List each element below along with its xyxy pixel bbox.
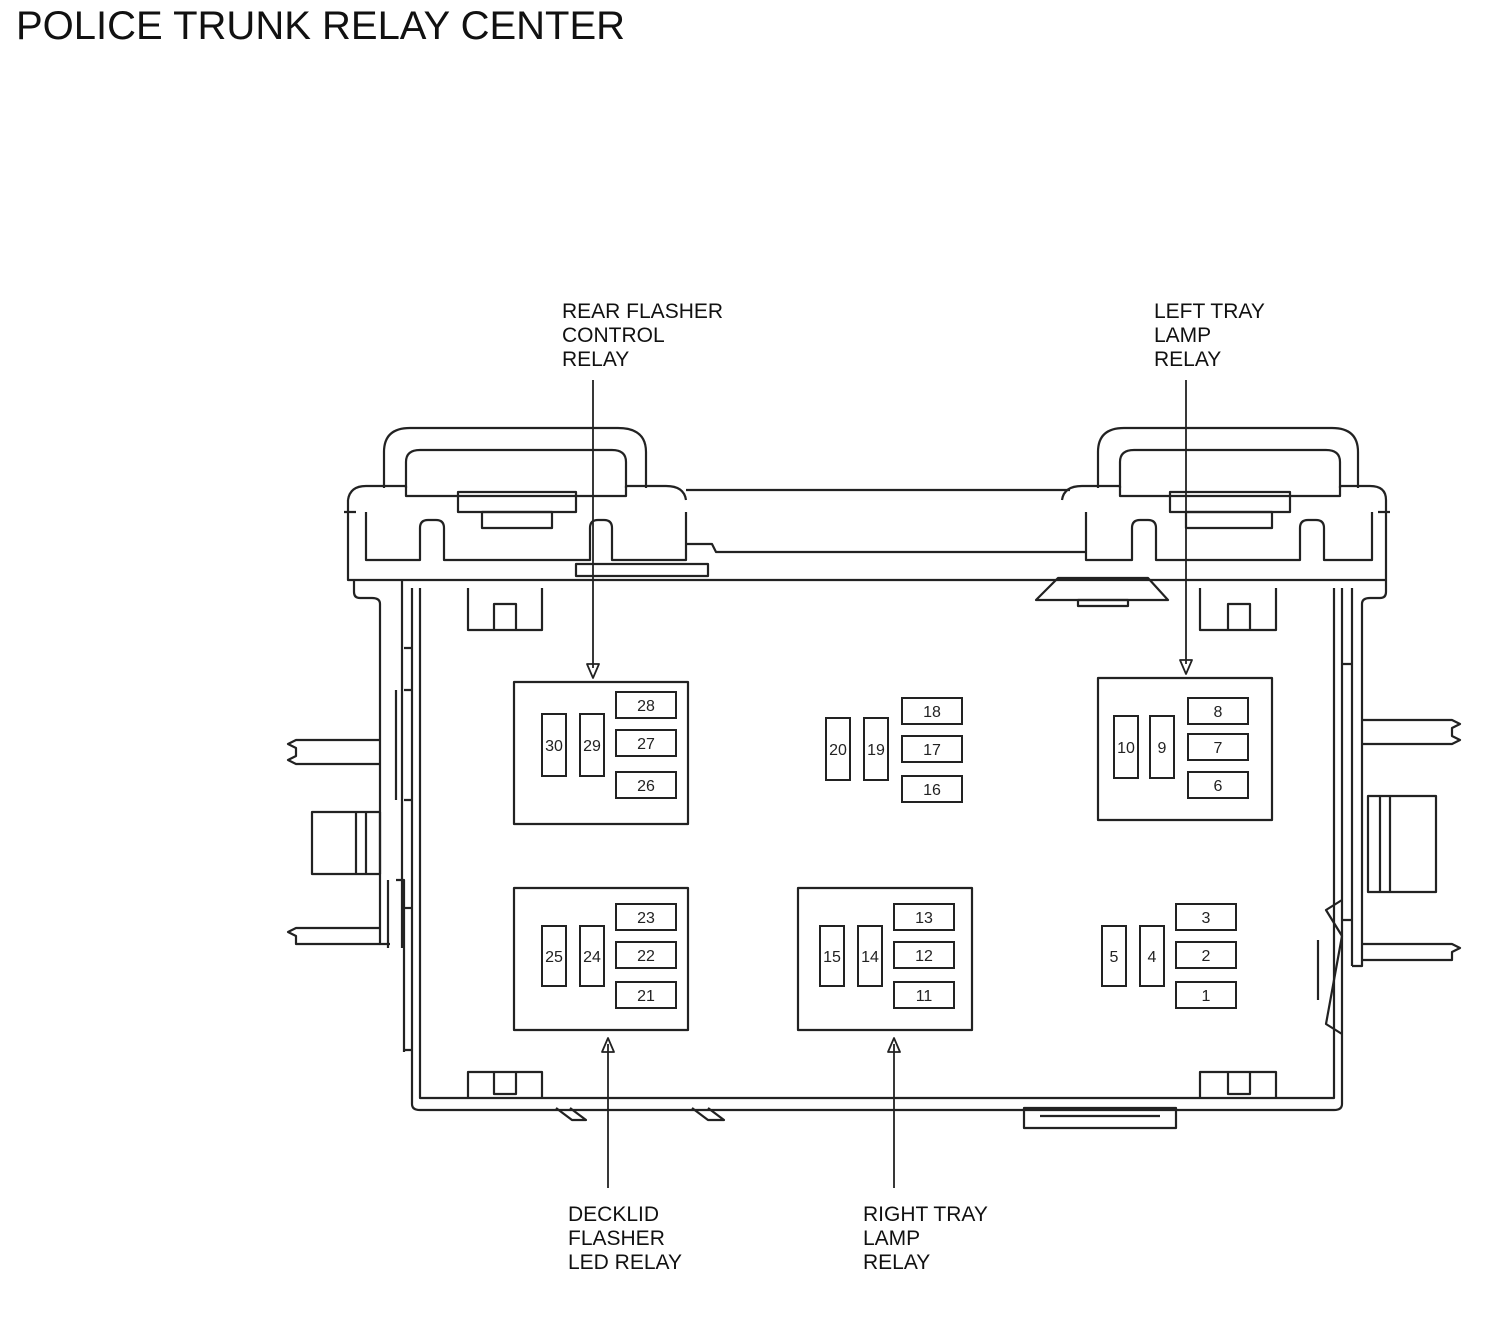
slot-22-label: 22 <box>637 948 655 965</box>
slot-19-box <box>863 717 889 781</box>
top-rail <box>344 484 1390 608</box>
left-handle <box>382 426 648 488</box>
slot-25-box <box>541 925 567 987</box>
leader-lines <box>586 380 1193 1188</box>
slot-30-label: 30 <box>545 738 563 755</box>
slot-19-label: 19 <box>867 742 885 759</box>
slot-7-box <box>1187 733 1249 761</box>
slot-1-box <box>1175 981 1237 1009</box>
slot-4-box <box>1139 925 1165 987</box>
slot-2-label: 2 <box>1202 948 1211 965</box>
slot-24-label: 24 <box>583 949 601 966</box>
left-side-wall <box>286 580 412 1052</box>
slot-22-box <box>615 941 677 969</box>
slot-15-label: 15 <box>823 949 841 966</box>
slot-29-box <box>579 713 605 777</box>
arrow-left-tray <box>1179 659 1193 675</box>
slot-27-box <box>615 729 677 757</box>
slot-8-label: 8 <box>1214 704 1223 721</box>
slot-6-box <box>1187 771 1249 799</box>
slot-28-label: 28 <box>637 698 655 715</box>
relay-box-body <box>410 588 1344 1130</box>
slot-21-box <box>615 981 677 1009</box>
slot-15-box <box>819 925 845 987</box>
slot-3-label: 3 <box>1202 910 1211 927</box>
slot-17-box <box>901 735 963 763</box>
decklid-flasher-led-relay-housing <box>512 886 690 1032</box>
arrow-right-tray <box>887 1037 901 1053</box>
slot-30-box <box>541 713 567 777</box>
slot-28-box <box>615 691 677 719</box>
slot-16-box <box>901 775 963 803</box>
slot-23-box <box>615 903 677 931</box>
slot-12-box <box>893 941 955 969</box>
slot-7-label: 7 <box>1214 740 1223 757</box>
slot-10-box <box>1113 715 1139 779</box>
right-side-wall <box>1316 580 1462 1035</box>
slot-10-label: 10 <box>1117 740 1135 757</box>
slot-16-label: 16 <box>923 782 941 799</box>
slot-14-box <box>857 925 883 987</box>
callout-right-tray-lamp-relay: RIGHT TRAY LAMP RELAY <box>863 1203 988 1274</box>
slot-9-box <box>1149 715 1175 779</box>
slot-20-label: 20 <box>829 742 847 759</box>
slot-25-label: 25 <box>545 949 563 966</box>
slot-14-label: 14 <box>861 949 879 966</box>
slot-20-box <box>825 717 851 781</box>
slot-26-label: 26 <box>637 778 655 795</box>
slot-21-label: 21 <box>637 988 655 1005</box>
callout-decklid-flasher-led-relay: DECKLID FLASHER LED RELAY <box>568 1203 682 1274</box>
right-tray-lamp-relay-housing <box>796 886 974 1032</box>
right-handle <box>1096 426 1360 488</box>
slot-5-box <box>1101 925 1127 987</box>
slot-24-box <box>579 925 605 987</box>
slot-29-label: 29 <box>583 738 601 755</box>
slot-4-label: 4 <box>1148 949 1157 966</box>
slot-18-box <box>901 697 963 725</box>
slot-12-label: 12 <box>915 948 933 965</box>
slot-2-box <box>1175 941 1237 969</box>
arrow-decklid <box>601 1037 615 1053</box>
left-tray-lamp-relay-housing <box>1096 676 1274 822</box>
slot-11-label: 11 <box>916 988 933 1005</box>
callout-left-tray-lamp-relay: LEFT TRAY LAMP RELAY <box>1154 300 1265 371</box>
slot-11-box <box>893 981 955 1009</box>
slot-13-label: 13 <box>915 910 933 927</box>
slot-3-box <box>1175 903 1237 931</box>
slot-17-label: 17 <box>923 742 941 759</box>
slot-8-box <box>1187 697 1249 725</box>
slot-18-label: 18 <box>923 704 941 721</box>
slot-27-label: 27 <box>637 736 655 753</box>
page-title: POLICE TRUNK RELAY CENTER <box>16 4 626 48</box>
rear-flasher-control-relay-housing <box>512 680 690 826</box>
arrow-rear-flasher <box>586 663 600 679</box>
slot-5-label: 5 <box>1110 949 1119 966</box>
slot-6-label: 6 <box>1214 778 1223 795</box>
callout-rear-flasher-control-relay: REAR FLASHER CONTROL RELAY <box>562 300 724 371</box>
slot-13-box <box>893 903 955 931</box>
slot-1-label: 1 <box>1202 988 1211 1005</box>
slot-23-label: 23 <box>637 910 655 927</box>
slot-9-label: 9 <box>1158 740 1167 757</box>
slot-26-box <box>615 771 677 799</box>
